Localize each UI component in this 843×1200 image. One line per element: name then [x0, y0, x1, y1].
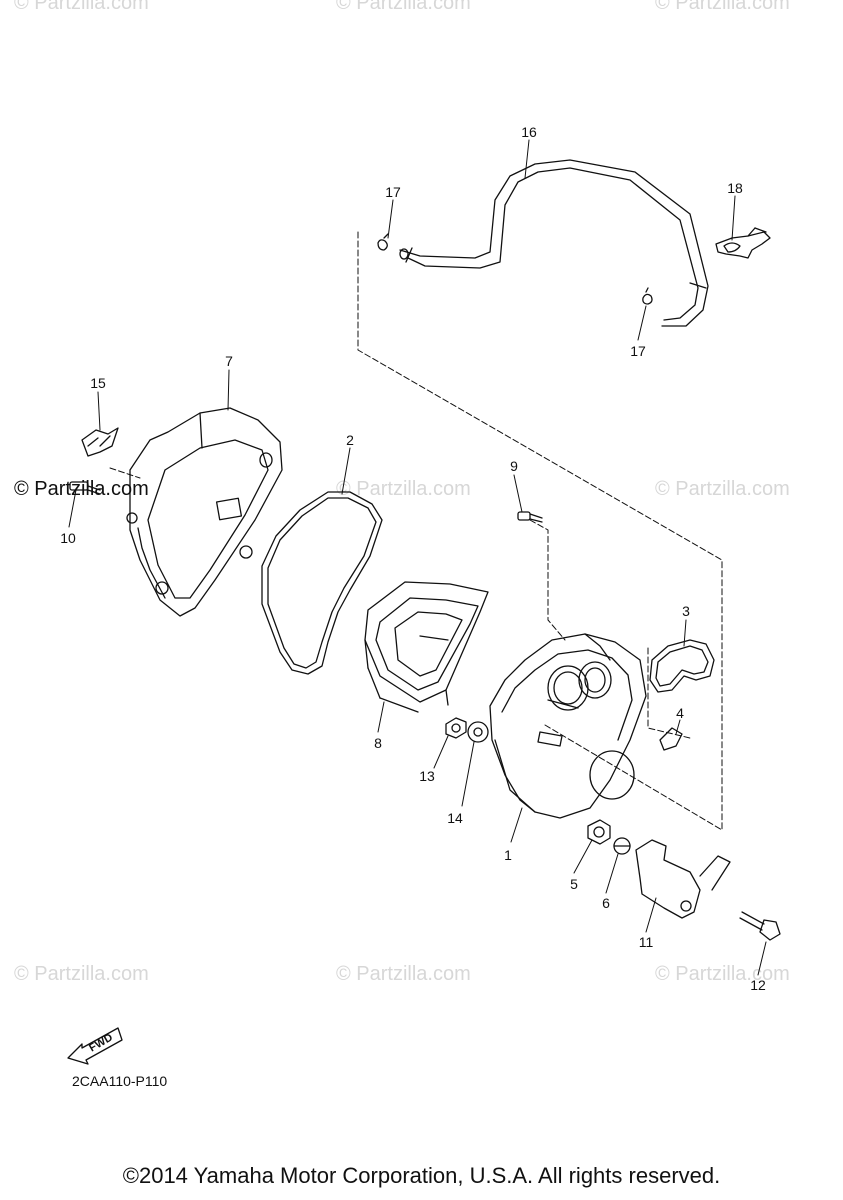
- breather-hose: [400, 160, 708, 326]
- callout-9: 9: [510, 458, 518, 474]
- watermark: © Partzilla.com: [336, 0, 471, 14]
- callout-5: 5: [570, 876, 578, 892]
- fwd-arrow-icon: [68, 1028, 122, 1064]
- callout-14: 14: [447, 810, 463, 826]
- callout-6: 6: [602, 895, 610, 911]
- callout-13: 13: [419, 768, 435, 784]
- collar: [614, 838, 630, 854]
- callout-17: 17: [385, 184, 401, 200]
- hose-holder: [716, 228, 770, 258]
- bracket: [636, 840, 730, 918]
- hose-clamp-upper: [378, 234, 388, 250]
- o-ring: [650, 640, 714, 692]
- washer: [468, 722, 488, 742]
- callout-12: 12: [750, 977, 766, 993]
- watermark: © Partzilla.com: [14, 0, 149, 14]
- watermark: © Partzilla.com: [336, 963, 471, 985]
- air-filter-case-cover: [127, 408, 282, 616]
- callout-3: 3: [682, 603, 690, 619]
- grommet: [588, 820, 610, 844]
- emblem-decal: [82, 428, 118, 456]
- callout-17: 17: [630, 343, 646, 359]
- watermark: © Partzilla.com: [655, 478, 790, 500]
- watermark: © Partzilla.com: [655, 963, 790, 985]
- screw-9: [518, 512, 542, 522]
- watermark: © Partzilla.com: [14, 478, 149, 500]
- callout-18: 18: [727, 180, 743, 196]
- diagram-code: 2CAA110-P110: [72, 1073, 168, 1089]
- gasket-seal: [262, 492, 382, 674]
- watermark: © Partzilla.com: [14, 963, 149, 985]
- nut: [446, 718, 466, 738]
- callout-2: 2: [346, 432, 354, 448]
- callout-11: 11: [638, 934, 654, 950]
- callout-15: 15: [90, 375, 106, 391]
- bolt: [740, 912, 780, 940]
- callout-4: 4: [676, 705, 684, 721]
- screw-10: [70, 482, 100, 494]
- copyright-notice: ©2014 Yamaha Motor Corporation, U.S.A. A…: [122, 1163, 721, 1188]
- callout-16: 16: [521, 124, 537, 140]
- air-filter-case: [490, 634, 646, 818]
- watermark: © Partzilla.com: [655, 0, 790, 14]
- hose-clamp-lower: [643, 288, 652, 304]
- callout-10: 10: [60, 530, 76, 546]
- callout-8: 8: [374, 735, 382, 751]
- air-filter-element: [365, 582, 488, 712]
- watermark: © Partzilla.com: [336, 478, 471, 500]
- callout-1: 1: [504, 847, 512, 863]
- leader-lines: [69, 140, 766, 975]
- callout-7: 7: [225, 353, 233, 369]
- clip: [660, 728, 682, 750]
